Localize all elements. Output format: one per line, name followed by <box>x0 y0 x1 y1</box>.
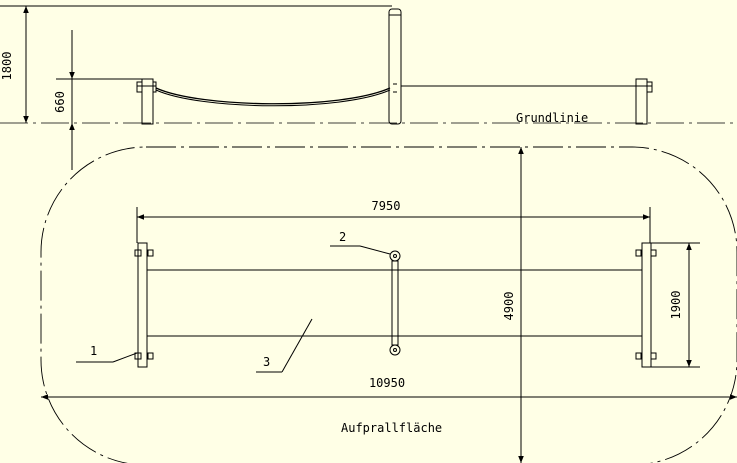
dimension-rope-height: 660 <box>53 30 75 170</box>
impact-area-boundary <box>40 146 737 463</box>
ground-line-label: Grundlinie <box>516 111 588 125</box>
dimension-7950-label: 7950 <box>372 199 401 213</box>
right-end-frame <box>635 242 657 368</box>
dimension-total-height: 1800 <box>0 5 29 123</box>
left-end-frame <box>134 242 154 368</box>
callout-2: 2 <box>330 230 391 255</box>
dimension-inner-length: 7950 <box>136 199 651 243</box>
right-end-post <box>635 78 653 125</box>
dimension-4900-label: 4900 <box>502 292 516 321</box>
callout-1-label: 1 <box>90 344 97 358</box>
central-pole <box>388 8 402 125</box>
left-end-post <box>136 78 157 125</box>
callout-1: 1 <box>76 344 138 363</box>
dimension-total-width: 4900 <box>502 147 524 463</box>
dimension-total-length: 10950 <box>41 376 737 400</box>
callout-3-label: 3 <box>263 355 270 369</box>
sagging-rope <box>155 87 391 105</box>
dimension-frame-width: 1900 <box>651 242 700 368</box>
dimension-10950-label: 10950 <box>369 376 405 390</box>
central-post-plan <box>389 250 401 356</box>
callout-2-label: 2 <box>339 230 346 244</box>
plan-view: Aufprallfläche <box>40 146 737 463</box>
dimension-1900-label: 1900 <box>669 291 683 320</box>
callout-3: 3 <box>256 318 313 373</box>
impact-area-label: Aufprallfläche <box>341 421 442 435</box>
elevation-view: Grundlinie <box>0 5 737 170</box>
dimension-1800-label: 1800 <box>0 52 14 81</box>
dimension-660-label: 660 <box>53 91 67 113</box>
